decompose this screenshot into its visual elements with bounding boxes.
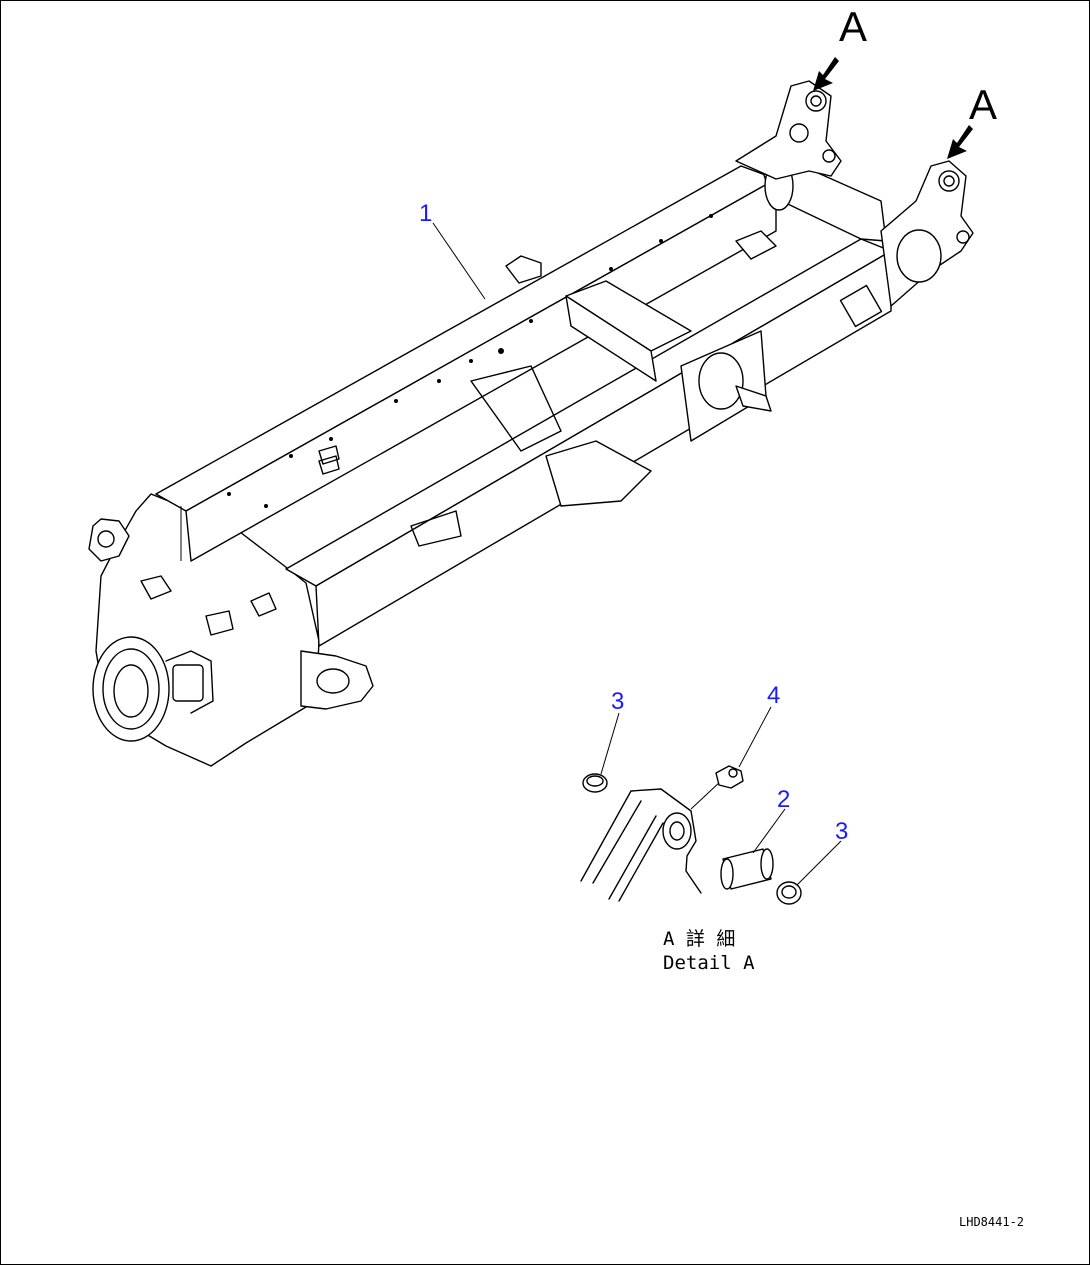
rail-holes xyxy=(227,214,713,508)
view-arrow-a1: A xyxy=(813,3,867,91)
leader-line-1 xyxy=(432,222,486,300)
callout-2: 2 xyxy=(777,786,790,813)
frame-right-lug xyxy=(300,650,374,710)
rear-frame-assembly xyxy=(88,80,974,767)
grease-fitting xyxy=(690,765,744,810)
frame-pivot-ring xyxy=(92,636,170,742)
leader-line-4 xyxy=(738,706,772,768)
frame-left-rail-top xyxy=(155,165,777,512)
leader-line-2 xyxy=(752,808,786,854)
pin xyxy=(720,848,774,890)
detail-caption-jp: A 詳 細 xyxy=(663,928,735,950)
bushing-right xyxy=(776,881,802,905)
detail-lug-arm xyxy=(580,788,702,894)
leader-line-3a xyxy=(600,712,620,775)
leader-line-3b xyxy=(796,840,842,886)
detail-lug-bore xyxy=(662,812,692,850)
frame-left-rail-side xyxy=(185,178,777,562)
callout-3-left: 3 xyxy=(611,688,624,715)
detail-a-view: 3 4 2 3 A 詳 細 Detail A xyxy=(580,682,848,974)
view-arrow-a2: A xyxy=(947,81,997,159)
frame-left-lug xyxy=(88,518,130,562)
detail-caption-en: Detail A xyxy=(663,952,755,974)
drawing-number: LHD8441-2 xyxy=(959,1215,1024,1229)
view-letter-a1: A xyxy=(839,3,867,50)
callout-3-right: 3 xyxy=(835,818,848,845)
callout-4: 4 xyxy=(767,682,780,709)
view-letter-a2: A xyxy=(969,81,997,128)
callout-1: 1 xyxy=(419,200,432,227)
